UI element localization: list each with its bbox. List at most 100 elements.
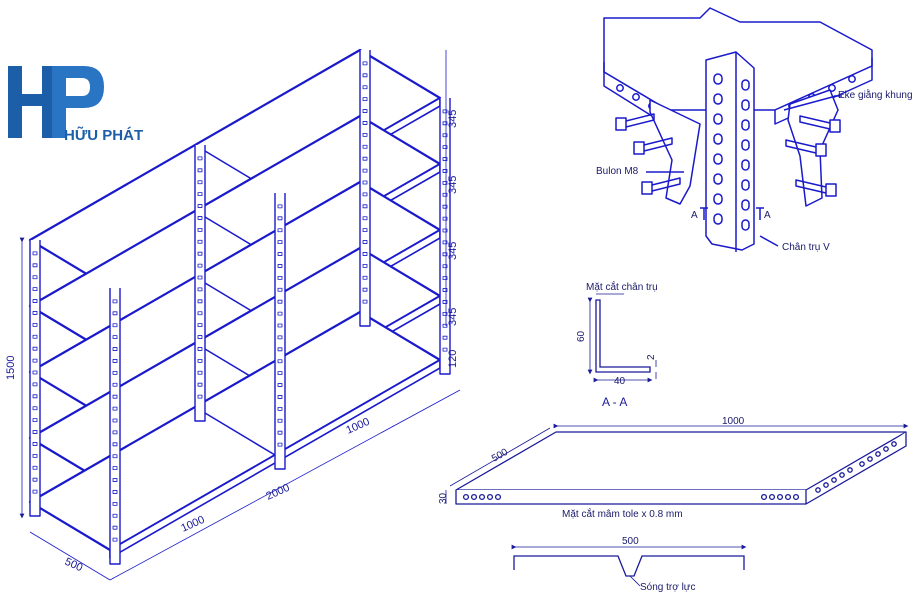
upright-slot [112, 501, 118, 506]
upright-slot [112, 323, 118, 328]
skirt-hole [616, 84, 624, 92]
upright-slot [32, 465, 38, 470]
upright-slot [277, 442, 283, 447]
upright-slot [197, 323, 203, 328]
upright-slot [197, 192, 203, 197]
level-spacing-label: 345 [447, 176, 459, 194]
upright-slot [197, 263, 203, 268]
upright-slot [277, 216, 283, 221]
upright-slot [112, 394, 118, 399]
upright-slot [197, 394, 203, 399]
column-slot [713, 93, 723, 105]
upright-slot [197, 239, 203, 244]
upright-slot [112, 537, 118, 542]
tray-hole [792, 493, 800, 501]
upright-slot [197, 216, 203, 220]
upright-slot [277, 287, 283, 292]
upright-slot [362, 275, 368, 280]
upright-slot [442, 121, 448, 126]
upright-slot [197, 156, 203, 161]
column-slot [741, 119, 750, 131]
upright-slot [277, 359, 283, 364]
upright-slot [197, 227, 203, 232]
upright-slot [32, 287, 38, 292]
upright-slot [32, 477, 38, 482]
bolt-shank [643, 137, 673, 152]
tray-caption: Mặt cắt mâm tole x 0.8 mm [562, 507, 683, 520]
upright-slot [442, 169, 448, 173]
upright-slot [442, 192, 448, 197]
shelf-total-length-label: 2000 [264, 482, 291, 503]
upright-slot [112, 370, 118, 375]
tray-hole [494, 493, 502, 501]
upright-slot [362, 61, 368, 66]
shelf-depth-label: 500 [63, 556, 85, 574]
upright-slot [32, 370, 38, 375]
bolt-head [829, 119, 841, 133]
upright-slot [442, 216, 448, 221]
upright-slot [442, 180, 448, 185]
upright-slot [277, 323, 283, 328]
upright-slot [32, 251, 38, 256]
column-slots [713, 73, 750, 231]
upright-slot [362, 132, 368, 137]
column-slot [713, 113, 723, 125]
upright-slot [277, 311, 283, 316]
upright-slot [442, 145, 448, 150]
upright-slot [32, 275, 38, 280]
tray-lip-label: 30 [438, 492, 449, 504]
upright-slot [197, 180, 203, 185]
upright-slot [362, 287, 368, 292]
upright-slot [32, 263, 38, 268]
upright-slot [112, 359, 118, 363]
upright-slot [112, 406, 118, 411]
upright-slot [277, 347, 283, 352]
upright-slot [277, 228, 283, 233]
level-spacing-label: 345 [447, 308, 459, 326]
column-slot [741, 99, 750, 111]
depth-dim-line [29, 531, 111, 581]
upright-slot [362, 204, 368, 209]
upright-slot [112, 442, 118, 447]
eke-label: Eke giằng khung [838, 88, 913, 101]
upright-slot [277, 430, 283, 435]
upright-slot [362, 97, 368, 102]
tray-hole [478, 493, 486, 501]
upright-slot [442, 323, 448, 328]
skirt-hole [632, 93, 640, 101]
bolt-head [641, 181, 653, 195]
upright-slot [442, 335, 448, 340]
upright-slot [32, 346, 38, 351]
bolt-shank [799, 115, 831, 130]
upright-slot [112, 382, 118, 387]
upright-slot [197, 299, 203, 304]
section-height-label: 60 [576, 330, 587, 342]
upright-slot [277, 264, 283, 268]
tray-hole [839, 472, 845, 478]
upright-slot [112, 430, 118, 435]
tray-drawing [445, 423, 909, 505]
upright-slot [32, 382, 38, 387]
upright-slot [362, 121, 368, 125]
tray-hole [486, 493, 494, 501]
upright-slot [32, 453, 38, 458]
tray-hole [760, 493, 768, 501]
bolt-shank [625, 113, 655, 128]
upright-slot [442, 264, 448, 269]
upright-slot [362, 109, 368, 113]
upright-slot [442, 204, 448, 209]
upright-slot [362, 156, 368, 161]
upright-slot [277, 371, 283, 376]
front-right-upright [439, 98, 451, 375]
rib-drawing [511, 544, 747, 587]
tray-hole [883, 446, 889, 452]
upright-slot [277, 240, 283, 245]
length-dim-line [109, 389, 461, 581]
upright-slot [112, 311, 118, 316]
tray-hole [847, 467, 853, 473]
column-slot [741, 159, 750, 171]
bolt-shank [651, 177, 681, 192]
section-mark-left: A [691, 210, 698, 221]
tray-holes [462, 441, 897, 501]
